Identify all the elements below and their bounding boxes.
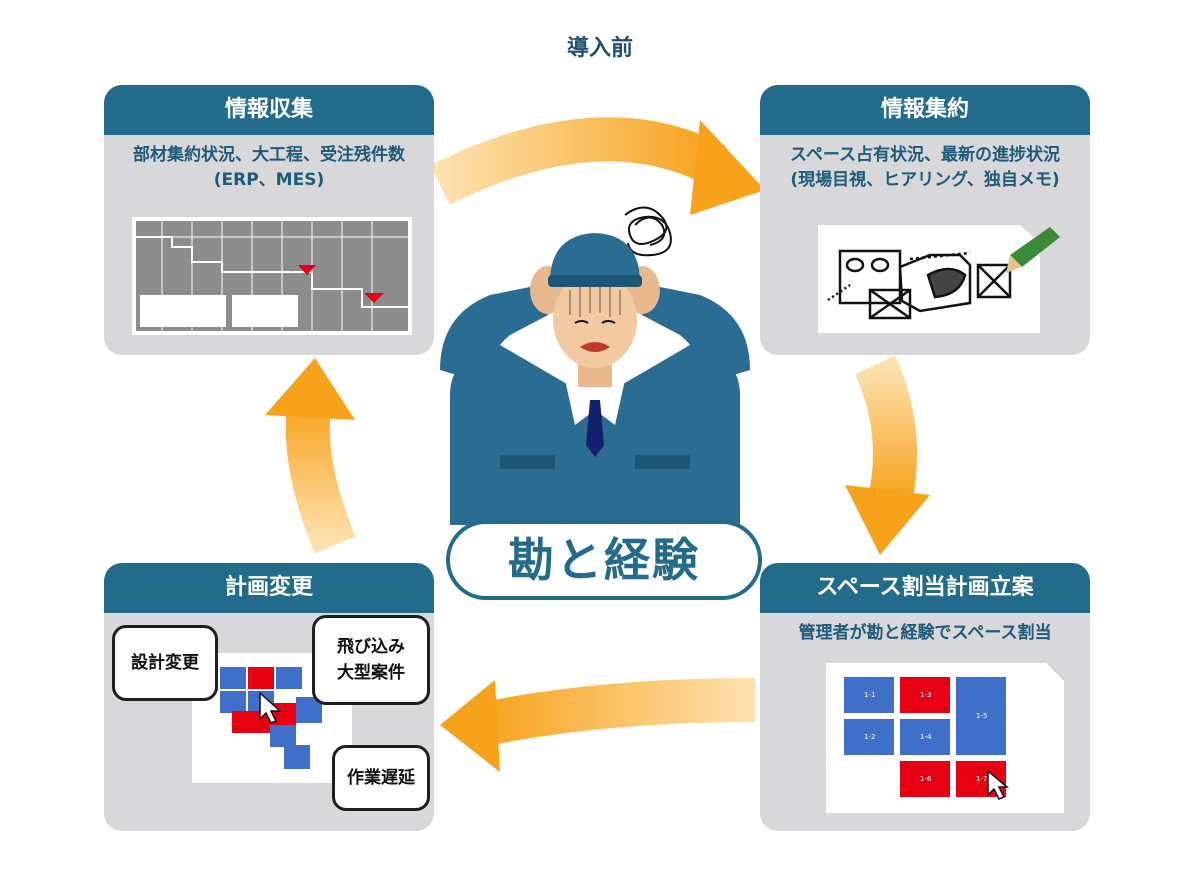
card-space-allocation-planning: スペース割当計画立案 管理者が勘と経験でスペース割当 1-1 1-3 1-5 1… [760, 563, 1090, 831]
space-allocation-layout: 1-1 1-3 1-5 1-2 1-4 1-6 1-7 [826, 663, 1064, 813]
cell-label: 1-2 [864, 733, 875, 741]
cell-label: 1-3 [920, 691, 931, 699]
bubble-work-delay: 作業遅延 [332, 745, 430, 811]
card-title: 情報集約 [760, 85, 1090, 135]
card-information-aggregation: 情報集約 スペース占有状況、最新の進捗状況 (現場目視、ヒアリング、独自メモ) [760, 85, 1090, 355]
mouse-cursor-icon [987, 769, 1010, 800]
arrow-collect-to-aggregate [430, 117, 765, 215]
arrow-aggregate-to-plan [845, 355, 930, 555]
card-information-collection: 情報収集 部材集約状況、大工程、受注残件数 (ERP、MES) [104, 85, 434, 355]
card-title: 情報収集 [104, 85, 434, 135]
stress-scribble-icon [624, 206, 672, 257]
card-description: 部材集約状況、大工程、受注残件数 (ERP、MES) [133, 145, 405, 190]
cell-label: 1-1 [864, 691, 875, 699]
page-title: 導入前 [566, 36, 633, 61]
stressed-worker-illustration [440, 206, 750, 525]
bubble-urgent-large-project: 飛び込み 大型案件 [312, 615, 430, 705]
arrow-change-to-collect [265, 358, 356, 554]
cell-label: 1-6 [920, 775, 932, 783]
card-description: スペース占有状況、最新の進捗状況 (現場目視、ヒアリング、独自メモ) [790, 145, 1060, 190]
bubble-design-change: 設計変更 [112, 625, 218, 701]
mouse-cursor-icon [259, 691, 282, 724]
handwritten-memo-illustration [818, 225, 1060, 333]
card-title: 計画変更 [104, 563, 434, 613]
card-plan-change: 計画変更 設計変更 飛び込み 大型案件 作業遅延 [104, 563, 434, 831]
gantt-chart-illustration [132, 217, 412, 335]
card-title: スペース割当計画立案 [760, 563, 1090, 613]
center-label: 勘と経験 [446, 520, 762, 600]
cell-label: 1-7 [976, 775, 987, 783]
card-description: 管理者が勘と経験でスペース割当 [798, 623, 1052, 643]
cell-label: 1-5 [976, 712, 987, 720]
arrow-plan-to-change [440, 678, 756, 772]
cell-label: 1-4 [920, 733, 932, 741]
